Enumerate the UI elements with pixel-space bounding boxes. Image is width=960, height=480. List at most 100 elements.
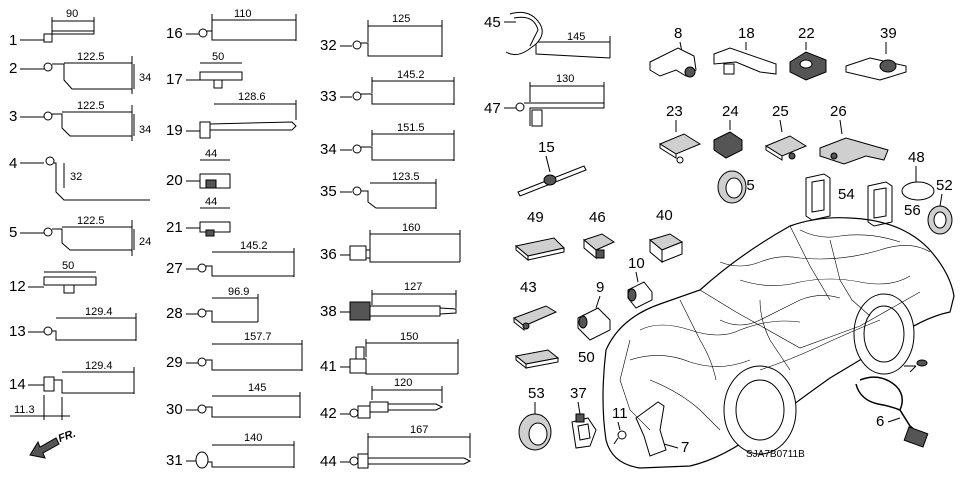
callout-48: 48 [908,149,925,166]
dim-3-h: 34 [139,124,151,136]
part-32: 32 125 [320,13,443,57]
callout-15: 15 [538,139,555,156]
dim-5-len: 122.5 [77,215,105,227]
callout-24: 24 [722,103,739,120]
callout-32: 32 [320,37,337,54]
part-1: 1 90 [9,8,95,49]
dim-3-len: 122.5 [77,100,105,112]
part-16: 16 110 [166,8,297,42]
part-47: 47 130 [484,73,605,127]
part-8: 8 [649,25,697,78]
part-3: 3 122.5 34 [9,100,151,141]
part-37: 37 [570,385,597,449]
dim-32: 125 [392,13,410,25]
callout-19: 19 [166,122,183,139]
part-29: 29 157.7 [166,331,303,371]
callout-7: 7 [681,439,689,456]
part-40: 40 [648,207,684,264]
vehicle-wiring-illustration [602,217,955,469]
part-26: 26 [819,103,889,165]
part-39: 39 [845,25,907,81]
part-24: 24 [713,103,743,159]
part-5: 5 122.5 24 [9,215,151,256]
part-9: 9 [577,279,611,341]
dim-38: 127 [404,281,422,293]
part-56: 56 [867,181,921,227]
callout-1: 1 [9,32,17,49]
callout-33: 33 [320,88,337,105]
dim-5-h: 24 [139,236,151,248]
part-50: 50 [514,349,595,370]
dim-42: 120 [394,377,412,389]
callout-49: 49 [527,209,544,226]
callout-18: 18 [738,25,755,42]
callout-20: 20 [166,172,183,189]
dim-21: 44 [205,196,217,208]
dim-44: 167 [410,424,428,436]
callout-44: 44 [320,453,337,470]
callout-29: 29 [166,354,183,371]
dim-2-h: 34 [139,72,151,84]
part-7: 7 [635,401,689,457]
callout-11: 11 [612,405,628,422]
dim-16: 110 [234,8,252,20]
dim-28: 96.9 [228,286,249,298]
callout-30: 30 [166,401,183,418]
part-38: 38 127 [320,281,457,321]
part-14: 14 129.4 11.3 [9,360,135,420]
part-55: 55 [717,170,755,204]
callout-5: 5 [9,224,17,241]
part-42: 42 120 [320,377,444,422]
callout-13: 13 [9,323,26,340]
callout-28: 28 [166,305,183,322]
part-13: 13 129.4 [9,306,137,341]
part-53: 53 [518,385,552,451]
callout-47: 47 [484,100,501,117]
callout-41: 41 [320,358,337,375]
callout-36: 36 [320,246,337,263]
dim-19: 128.6 [238,91,266,103]
part-52: 52 [927,177,953,235]
part-36: 36 160 [320,222,461,263]
part-28: 28 96.9 [166,286,259,323]
part-46: 46 [582,209,616,260]
dim-31: 140 [244,432,262,444]
callout-16: 16 [166,25,183,42]
callout-6: 6 [876,413,884,430]
front-label: FR. [57,428,78,445]
callout-3: 3 [9,108,17,125]
callout-22: 22 [798,25,815,42]
callout-34: 34 [320,141,337,158]
dim-41: 150 [400,331,418,343]
callout-38: 38 [320,303,337,320]
part-35: 35 123.5 [320,171,437,209]
callout-25: 25 [772,103,789,120]
part-43: 43 [513,279,558,332]
part-6: 6 [855,376,929,448]
callout-2: 2 [9,60,17,77]
part-25: 25 [764,103,808,161]
part-18: 18 [713,25,777,75]
callout-23: 23 [666,103,683,120]
part-31: 31 140 [166,432,295,469]
callout-12: 12 [9,278,26,295]
part-41: 41 150 [320,331,459,375]
callout-14: 14 [9,376,26,393]
callout-43: 43 [520,279,537,296]
dim-14: 129.4 [85,360,113,372]
dim-4-h: 32 [70,171,82,183]
part-33: 33 145.2 [320,69,455,105]
dim-12: 50 [62,260,74,272]
callout-35: 35 [320,183,337,200]
dim-2-len: 122.5 [77,51,105,63]
callout-26: 26 [830,103,847,120]
front-arrow: FR. [29,428,78,459]
dim-27: 145.2 [240,240,268,252]
dim-36: 160 [402,222,420,234]
callout-31: 31 [166,452,183,469]
callout-21: 21 [166,219,183,236]
callout-53: 53 [528,385,545,402]
callout-50: 50 [578,349,595,366]
part-48: 48 [901,149,935,201]
